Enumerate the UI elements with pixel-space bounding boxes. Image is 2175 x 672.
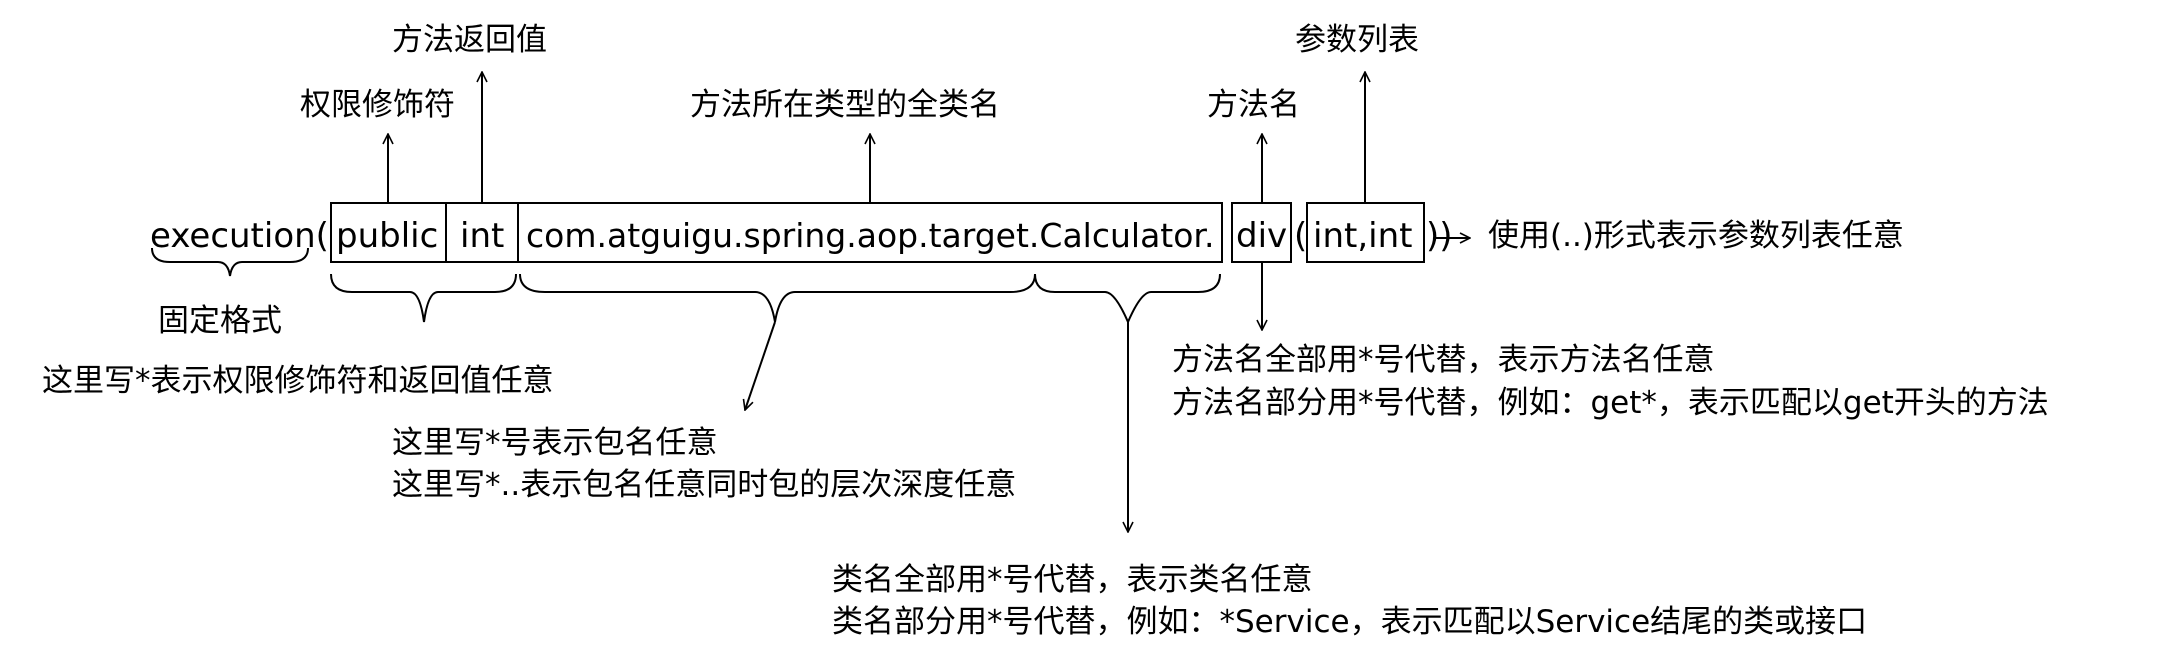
label-class-all-star: 类名全部用*号代替，表示类名任意	[832, 562, 1313, 598]
label-params-any: 使用(..)形式表示参数列表任意	[1488, 218, 1904, 254]
method-name-text: div	[1236, 216, 1288, 256]
label-access-modifier: 权限修饰符	[300, 87, 455, 123]
label-method-partial-star: 方法名部分用*号代替，例如：get*，表示匹配以get开头的方法	[1172, 385, 2049, 421]
label-class-partial-star: 类名部分用*号代替，例如：*Service，表示匹配以Service结尾的类或接…	[832, 604, 1868, 640]
param-open-text: (	[1294, 216, 1308, 256]
label-method-all-star: 方法名全部用*号代替，表示方法名任意	[1172, 342, 1715, 378]
label-package-depth-any: 这里写*..表示包名任意同时包的层次深度任意	[392, 467, 1017, 503]
execution-prefix: execution(	[150, 216, 329, 256]
label-full-class-name: 方法所在类型的全类名	[690, 87, 1000, 123]
label-package-any: 这里写*号表示包名任意	[392, 425, 718, 461]
label-method-name: 方法名	[1207, 87, 1300, 123]
label-modifier-return-any: 这里写*表示权限修饰符和返回值任意	[42, 363, 554, 399]
params-text: int,int	[1313, 216, 1413, 256]
label-param-list: 参数列表	[1295, 22, 1419, 58]
class-name-text: com.atguigu.spring.aop.target.Calculator…	[526, 216, 1215, 255]
label-fixed-format: 固定格式	[158, 303, 282, 339]
modifier-text: public	[336, 216, 439, 256]
return-type-text: int	[460, 216, 505, 256]
label-method-return-value: 方法返回值	[392, 22, 547, 58]
brace-execution	[151, 247, 309, 277]
brace-package	[519, 273, 1036, 323]
arrow-package	[745, 321, 776, 410]
brace-class	[1034, 273, 1221, 325]
close-parens-text: ))	[1426, 216, 1453, 256]
brace-modifier-return	[330, 273, 517, 323]
